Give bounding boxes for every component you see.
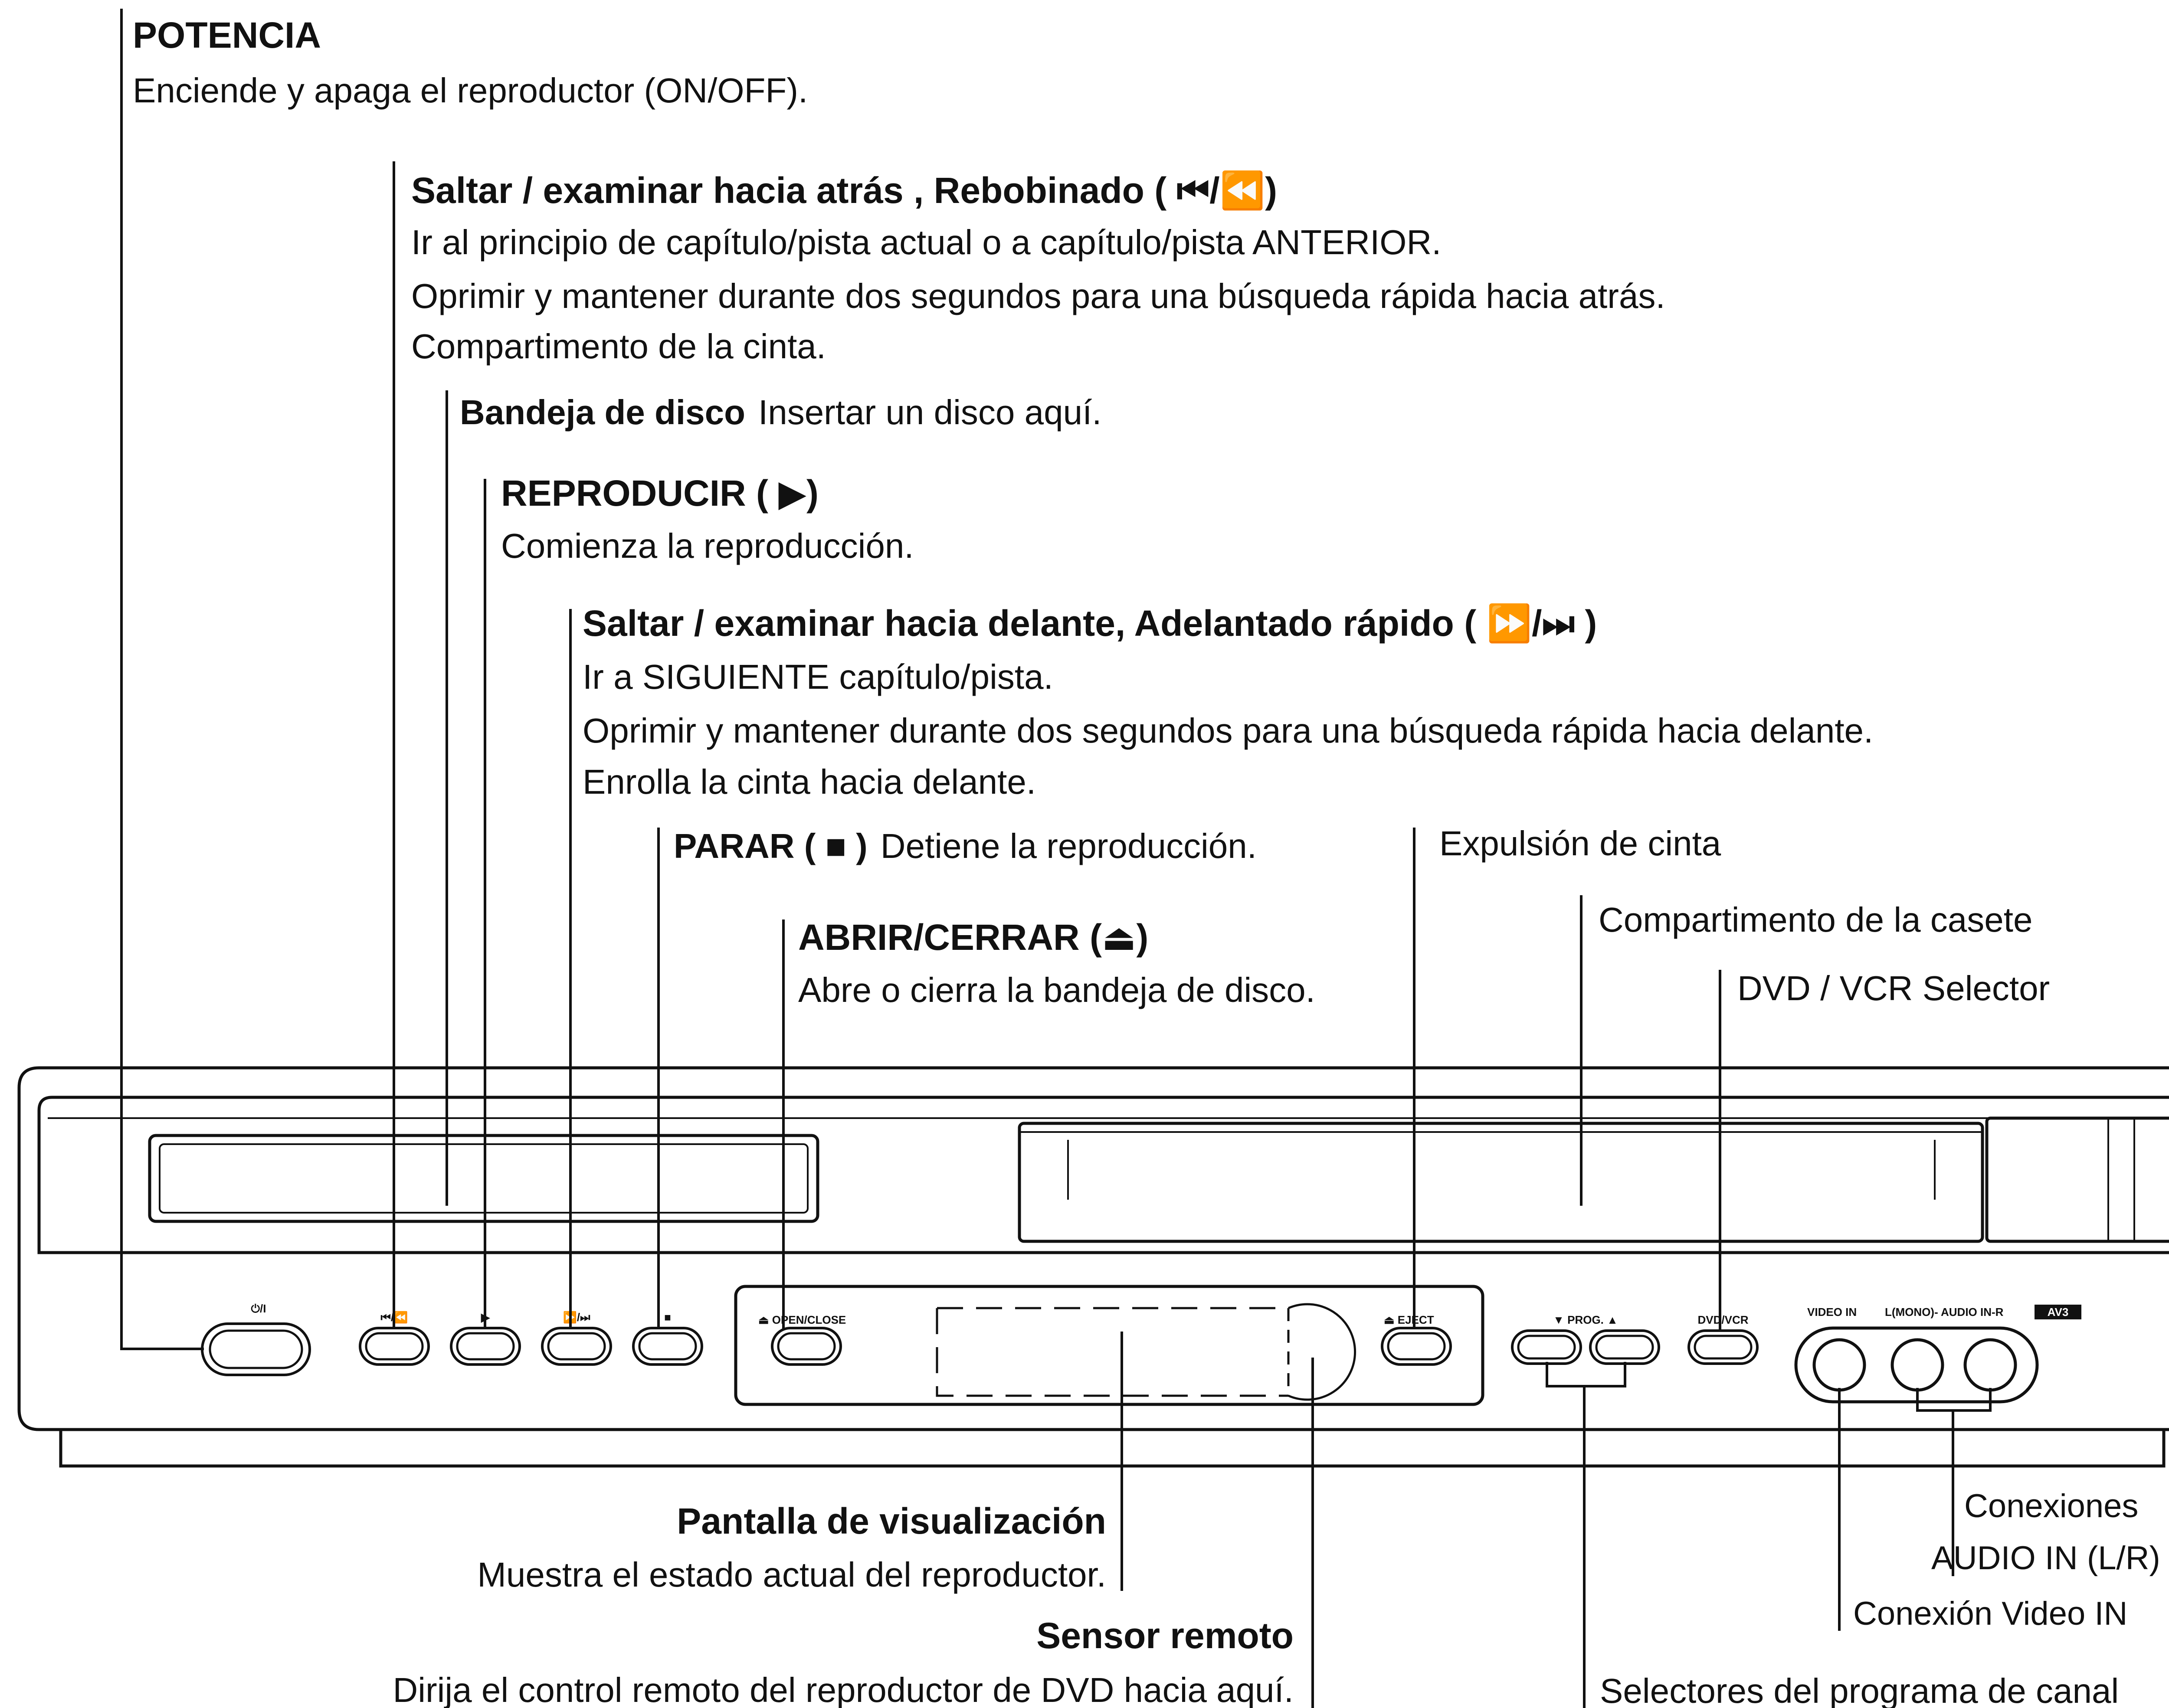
audio-in-label: L(MONO)- AUDIO IN-R [1885,1306,2004,1319]
callout-audio-in: Conexiones AUDIO IN (L/R) [1931,1488,2160,1577]
stop-text: PARAR ( ■ ) Detiene la reproducción. [674,827,1257,865]
audio-in-left-jack[interactable] [1891,1338,1944,1392]
callout-power: POTENCIA Enciende y apaga el reproductor… [133,15,808,110]
video-in-label: VIDEO IN [1807,1306,1857,1319]
cassette-title: Compartimento de la casete [1599,900,2033,939]
stop-button[interactable] [632,1327,703,1366]
play-title: REPRODUCIR ( ▶) [501,473,819,514]
audio-in-line1: Conexiones [1964,1488,2138,1525]
audio-in-line2: AUDIO IN (L/R) [1931,1540,2160,1577]
chassis-base [59,1430,2166,1468]
disc-tray-title: Bandeja de disco [460,393,745,432]
stop-button-label: ■ [664,1311,671,1324]
prog-down-button[interactable] [1511,1329,1582,1365]
callout-stop: PARAR ( ■ ) Detiene la reproducción. [674,827,1257,865]
leader-lines [120,9,1992,1708]
channel-title: Selectores del programa de canal [1600,1672,2119,1708]
play-button[interactable] [450,1327,521,1366]
power-desc: Enciende y apaga el reproductor (ON/OFF)… [133,71,808,110]
display-title: Pantalla de visualización [677,1501,1106,1541]
eject-button-label: ⏏ EJECT [1384,1313,1434,1326]
callout-channel: Selectores del programa de canal [1600,1672,2119,1708]
leader-channel-bracket [1546,1362,1626,1387]
fast-forward-button[interactable] [541,1327,612,1366]
open-close-button-label: ⏏ OPEN/CLOSE [758,1313,846,1326]
skip-forward-line2: Oprimir y mantener durante dos segundos … [583,711,1873,750]
remote-sensor-title: Sensor remoto [1036,1615,1294,1656]
callout-cassette: Compartimento de la casete [1599,900,2033,939]
callout-display: Pantalla de visualización Muestra el est… [477,1501,1106,1594]
leader-power [120,9,204,1350]
callout-skip-back: Saltar / examinar hacia atrás , Rebobina… [411,170,1665,366]
upper-panel [37,1096,2169,1254]
remote-sensor-desc: Dirija el control remoto del reproductor… [393,1671,1294,1708]
skip-back-line3: Compartimento de la cinta. [411,327,826,366]
display-panel [734,1285,1484,1406]
callout-video-in: Conexión Video IN [1853,1595,2127,1632]
cassette-door [1018,1122,1984,1243]
callout-skip-forward: Saltar / examinar hacia delante, Adelant… [583,602,1873,801]
power-title: POTENCIA [133,15,321,56]
callout-selector: DVD / VCR Selector [1737,969,2050,1008]
skip-back-title: Saltar / examinar hacia atrás , Rebobina… [411,170,1277,211]
power-button[interactable] [201,1322,311,1376]
power-button-label: ⏻/I [251,1302,266,1315]
remote-sensor-window [1288,1303,1356,1401]
callout-open-close: ABRIR/CERRAR (⏏) Abre o cierra la bandej… [798,917,1315,1009]
display-desc: Muestra el estado actual del reproductor… [477,1555,1106,1594]
stop-title: PARAR ( ■ ) [674,827,868,865]
dvd-vcr-selector-button[interactable] [1687,1329,1759,1365]
open-close-title: ABRIR/CERRAR (⏏) [798,917,1148,958]
leader-audio-in-bracket [1916,1388,1992,1412]
play-desc: Comienza la reproducción. [501,527,914,565]
skip-back-line1: Ir al principio de capítulo/pista actual… [411,223,1442,262]
display-window [936,1307,1288,1397]
open-close-button[interactable] [771,1327,842,1366]
disc-tray-desc: Insertar un disco aquí. [758,393,1102,432]
skip-forward-line1: Ir a SIGUIENTE capítulo/pista. [583,658,1053,696]
av3-badge [2035,1305,2081,1319]
callout-remote-sensor: Sensor remoto Dirija el control remoto d… [393,1615,1294,1708]
stop-desc: Detiene la reproducción. [881,827,1257,865]
eject-button[interactable] [1381,1327,1452,1366]
video-in-jack[interactable] [1812,1338,1866,1392]
prog-label: ▼ PROG. ▲ [1553,1313,1618,1326]
fast-forward-button-label: ⏩/⏭ [563,1311,591,1324]
selector-title: DVD / VCR Selector [1737,969,2050,1008]
skip-forward-title: Saltar / examinar hacia delante, Adelant… [583,602,1597,644]
audio-in-right-jack[interactable] [1963,1338,2017,1392]
skip-forward-line3: Enrolla la cinta hacia delante. [583,762,1036,801]
disc-tray-text: Bandeja de disco Insertar un disco aquí. [460,393,1102,432]
callout-disc-tray: Bandeja de disco Insertar un disco aquí. [460,393,1102,432]
callout-tape-eject: Expulsión de cinta [1439,824,1721,863]
rewind-button[interactable] [359,1327,430,1366]
video-in-title: Conexión Video IN [1853,1595,2127,1632]
chassis-outline [17,1066,2169,1431]
open-close-desc: Abre o cierra la bandeja de disco. [798,971,1315,1009]
side-trim [1985,1116,2169,1243]
dvdvcr-label: DVD/VCR [1697,1313,1748,1326]
prog-up-button[interactable] [1589,1329,1660,1365]
skip-back-line2: Oprimir y mantener durante dos segundos … [411,277,1665,315]
callout-play: REPRODUCIR ( ▶) Comienza la reproducción… [501,473,914,565]
tape-eject-title: Expulsión de cinta [1439,824,1721,863]
device-body: ⏻/I ⏮/⏪ ▶ ⏩/⏭ ■ ⏏ OPEN/CLOSE [17,1066,2169,1468]
av3-badge-label: AV3 [2048,1306,2069,1319]
